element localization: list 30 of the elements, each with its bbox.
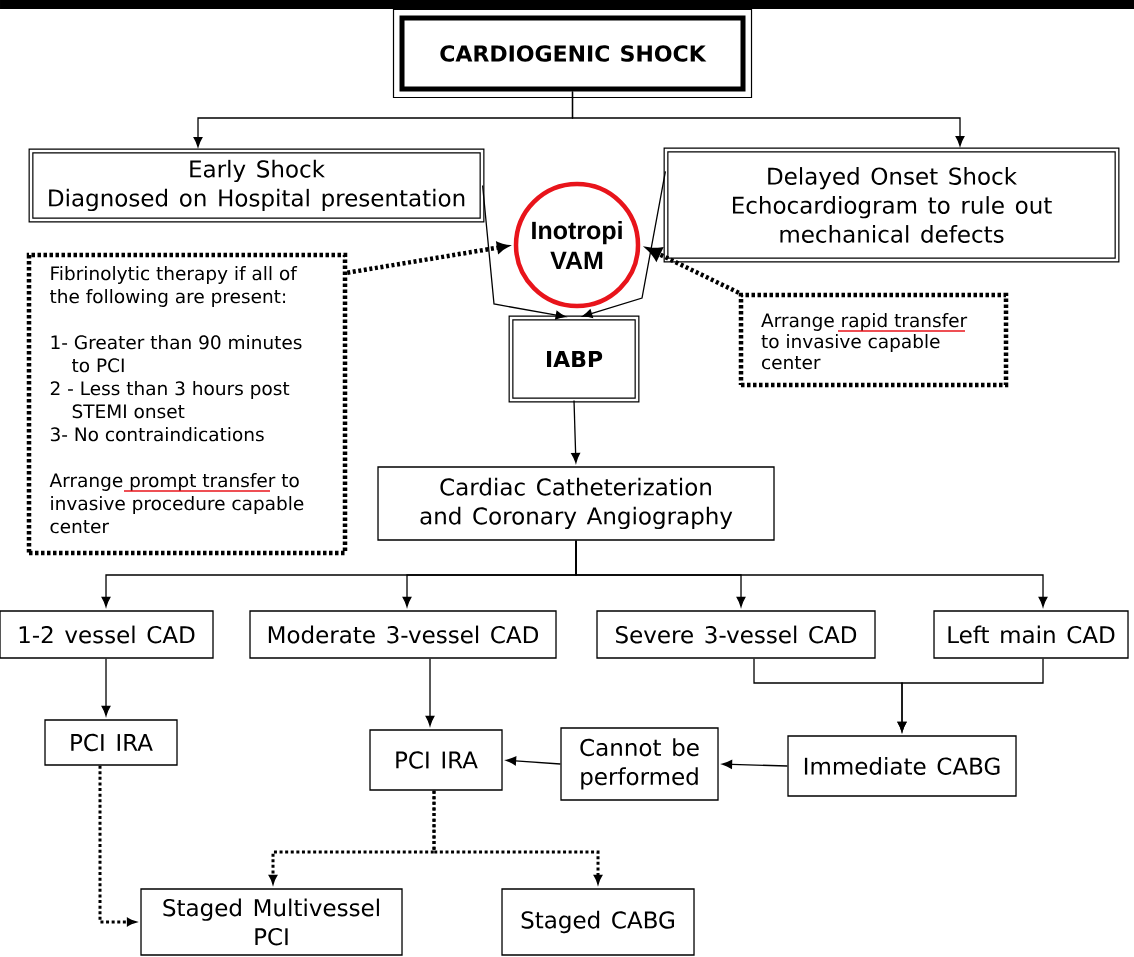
process-box: 1-2 vessel CAD	[0, 610, 214, 659]
process-box: Cardiac Catheterization and Coronary Angiography	[377, 466, 775, 541]
process-box: Cannot be performed	[560, 727, 719, 801]
arrow	[432, 790, 602, 884]
arrow	[721, 759, 788, 769]
process-box: Early Shock Diagnosed on Hospital presentation	[28, 148, 485, 223]
process-box: Moderate 3-vessel CAD	[249, 610, 557, 659]
note-box: Fibrinolytic therapy if all of the following are present: 1- Greater than 90 minutes to PCI 2 - Less than 3 hours post STEMI onset 3- No contraindications Arrange prompt transfer to invasive procedure capable center	[26, 252, 348, 556]
process-box: Staged Multivessel PCI	[140, 888, 403, 956]
arrow	[571, 399, 581, 464]
arrow	[571, 90, 965, 147]
process-box: Severe 3-vessel CAD	[596, 610, 876, 659]
arrow	[346, 242, 509, 275]
arrow	[897, 658, 1044, 733]
process-box: PCI IRA	[369, 729, 503, 791]
arrow	[575, 540, 1048, 608]
note-box: Arrange rapid transfer to invasive capable center	[738, 292, 1009, 388]
process-box: Immediate CABG	[787, 735, 1017, 797]
arrow	[481, 184, 566, 320]
arrow	[582, 170, 667, 318]
process-box: IABP	[508, 315, 640, 403]
arrow	[101, 658, 111, 717]
title-box: CARDIOGENIC SHOCK	[392, 8, 753, 99]
process-box: Delayed Onset Shock Echocardiogram to rule out mechanical defects	[663, 147, 1120, 263]
process-box: Left main CAD	[933, 610, 1129, 659]
arrow	[425, 658, 435, 727]
arrow	[505, 756, 561, 766]
process-box: Staged CABG	[501, 888, 695, 956]
arrow	[98, 765, 136, 926]
process-box: PCI IRA	[44, 719, 178, 766]
